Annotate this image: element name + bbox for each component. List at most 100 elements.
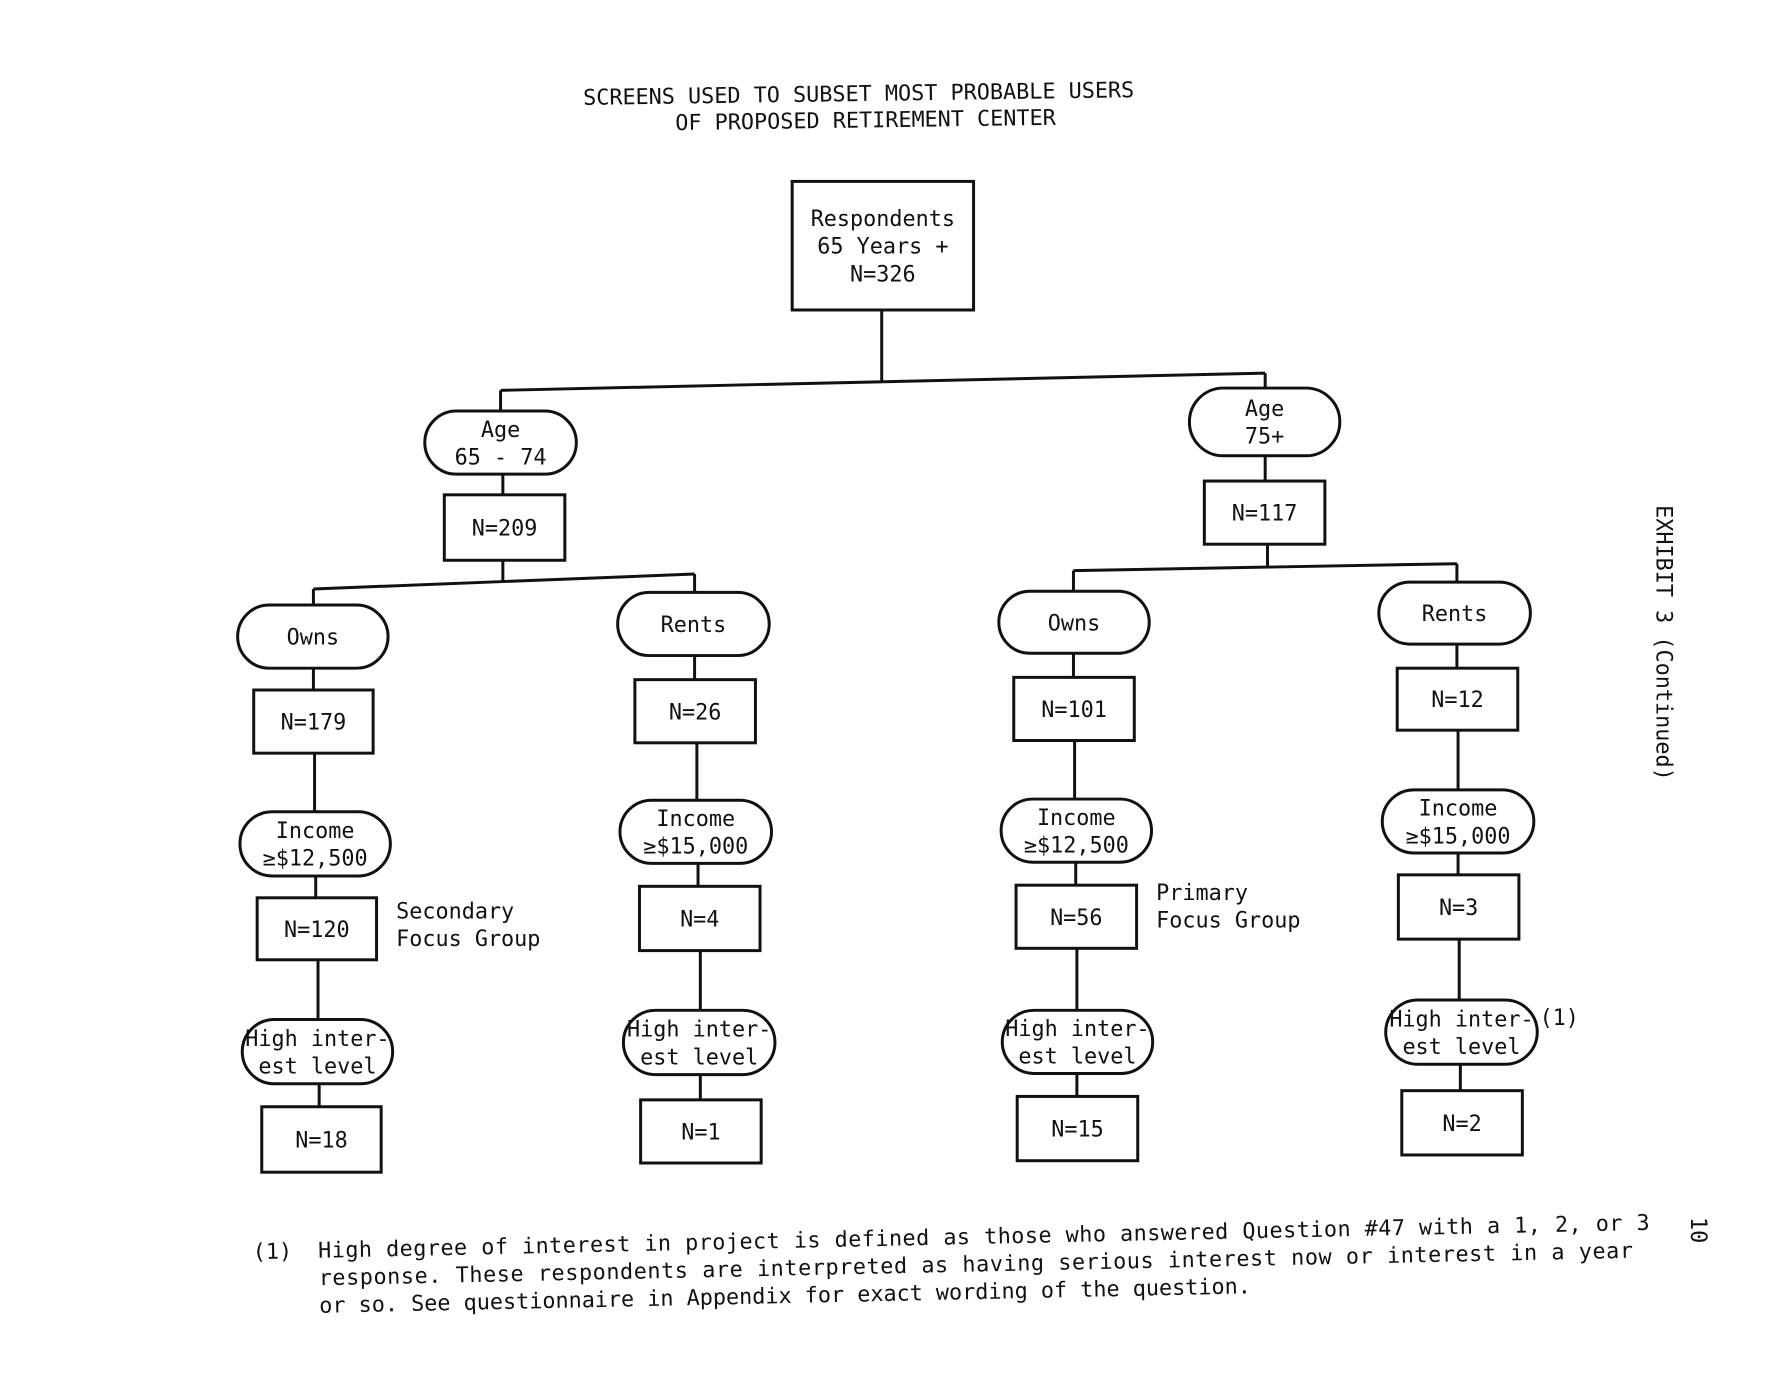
- node-hi1: High inter-est level: [240, 1018, 395, 1086]
- node-label: Age: [1245, 397, 1284, 422]
- decision-pill: [1380, 788, 1536, 855]
- decision-pill: [423, 409, 578, 476]
- count-box: [442, 493, 567, 562]
- connector-lines: [311, 309, 1462, 1107]
- node-label: N=12: [1431, 688, 1484, 713]
- node-label: Income: [656, 807, 735, 832]
- node-age2: Age 75+: [1187, 386, 1342, 458]
- node-n117: N=117: [1202, 479, 1327, 546]
- node-label: ≥$12,500: [263, 847, 368, 872]
- node-n12: N=12: [1395, 666, 1520, 732]
- node-n120: N=120: [255, 896, 379, 962]
- count-box: [255, 896, 379, 962]
- node-label: N=101: [1041, 698, 1107, 723]
- node-label: Respondents: [811, 207, 955, 232]
- decision-pill: [618, 798, 774, 865]
- count-box: [252, 688, 375, 755]
- node-label: ≥$12,500: [1024, 833, 1129, 858]
- node-hi2: High inter-est level: [621, 1008, 777, 1077]
- decision-pill: [1384, 998, 1539, 1066]
- node-label: N=209: [472, 517, 538, 542]
- node-label: N=56: [1050, 906, 1103, 931]
- annotations: Secondary Focus Group Primary Focus Grou…: [396, 881, 1579, 1031]
- node-label: N=117: [1232, 502, 1298, 527]
- diagram-title: SCREENS USED TO SUBSET MOST PROBABLE USE…: [583, 78, 1134, 136]
- node-label: N=4: [680, 908, 719, 933]
- node-inc4: Income≥$15,000: [1380, 788, 1536, 855]
- node-n3: N=3: [1396, 873, 1521, 941]
- node-label: Owns: [287, 626, 340, 651]
- node-label: Income: [276, 819, 355, 844]
- footnote: (1) High degree of interest in project i…: [252, 1211, 1649, 1319]
- count-box: [790, 179, 976, 312]
- node-label: N=179: [281, 711, 347, 736]
- decision-pill: [1000, 1008, 1155, 1075]
- node-owns1: Owns: [236, 603, 390, 670]
- node-label: High inter-: [627, 1018, 771, 1043]
- count-box: [1395, 666, 1520, 732]
- node-n18: N=18: [260, 1105, 383, 1174]
- exhibit-label: EXHIBIT 3 (Continued): [1651, 505, 1676, 781]
- connector-line: [1073, 562, 1457, 573]
- decision-pill: [616, 590, 771, 658]
- node-n101: N=101: [1012, 675, 1136, 743]
- node-label: 75+: [1245, 425, 1284, 450]
- node-label: N=18: [295, 1129, 348, 1154]
- node-inc2: Income ≥$15,000: [618, 798, 774, 865]
- node-hi3: High inter-est level: [1000, 1008, 1155, 1075]
- node-label: est level: [1402, 1035, 1520, 1060]
- node-label: 65 - 74: [455, 445, 547, 470]
- node-n209: N=209: [442, 493, 567, 562]
- node-label: Rents: [1422, 602, 1488, 627]
- count-box: [1396, 873, 1521, 941]
- count-box: [1202, 479, 1327, 546]
- node-n2: N=2: [1400, 1089, 1524, 1157]
- footnote-marker: (1): [252, 1239, 292, 1265]
- decision-pill: [238, 810, 392, 878]
- node-label: N=120: [284, 918, 350, 943]
- node-hi4: High inter-est level: [1384, 998, 1539, 1066]
- connector-line: [500, 371, 1266, 392]
- count-box: [633, 678, 757, 745]
- decision-pill: [999, 797, 1154, 864]
- secondary-label-1: Secondary: [396, 899, 514, 924]
- node-label: Owns: [1048, 611, 1101, 636]
- secondary-label-2: Focus Group: [396, 927, 540, 952]
- node-label: Rents: [661, 613, 727, 638]
- count-box: [1400, 1089, 1524, 1157]
- count-box: [1012, 675, 1136, 743]
- node-rents2: Rents: [1377, 580, 1532, 646]
- count-box: [1014, 883, 1139, 950]
- count-box: [639, 1098, 763, 1165]
- node-n15: N=15: [1015, 1094, 1140, 1163]
- decision-pill: [240, 1018, 395, 1086]
- decision-pill: [997, 589, 1151, 655]
- node-n1: N=1: [639, 1098, 763, 1165]
- decision-pill: [1187, 386, 1342, 458]
- page-number: 10: [1685, 1217, 1710, 1243]
- node-label: N=15: [1051, 1118, 1104, 1143]
- primary-label-2: Focus Group: [1156, 909, 1300, 934]
- node-n179: N=179: [252, 688, 375, 755]
- node-label: High inter-: [1005, 1017, 1149, 1042]
- node-label: N=3: [1439, 896, 1478, 921]
- node-label: High inter-: [1389, 1007, 1533, 1032]
- title-line-2: OF PROPOSED RETIREMENT CENTER: [675, 106, 1057, 136]
- decision-pill: [621, 1008, 777, 1077]
- node-label: Age: [481, 418, 520, 443]
- node-label: est level: [1018, 1045, 1136, 1070]
- node-label: est level: [640, 1045, 758, 1070]
- footnote-reference: (1): [1540, 1006, 1579, 1031]
- decision-pill: [1377, 580, 1532, 646]
- node-label: ≥$15,000: [643, 835, 748, 860]
- primary-label-1: Primary: [1156, 881, 1248, 906]
- node-label: 65 Years +: [817, 235, 948, 260]
- node-label: N=26: [669, 700, 722, 725]
- node-rents1: Rents: [616, 590, 771, 658]
- count-box: [260, 1105, 383, 1174]
- node-label: Income: [1037, 806, 1116, 831]
